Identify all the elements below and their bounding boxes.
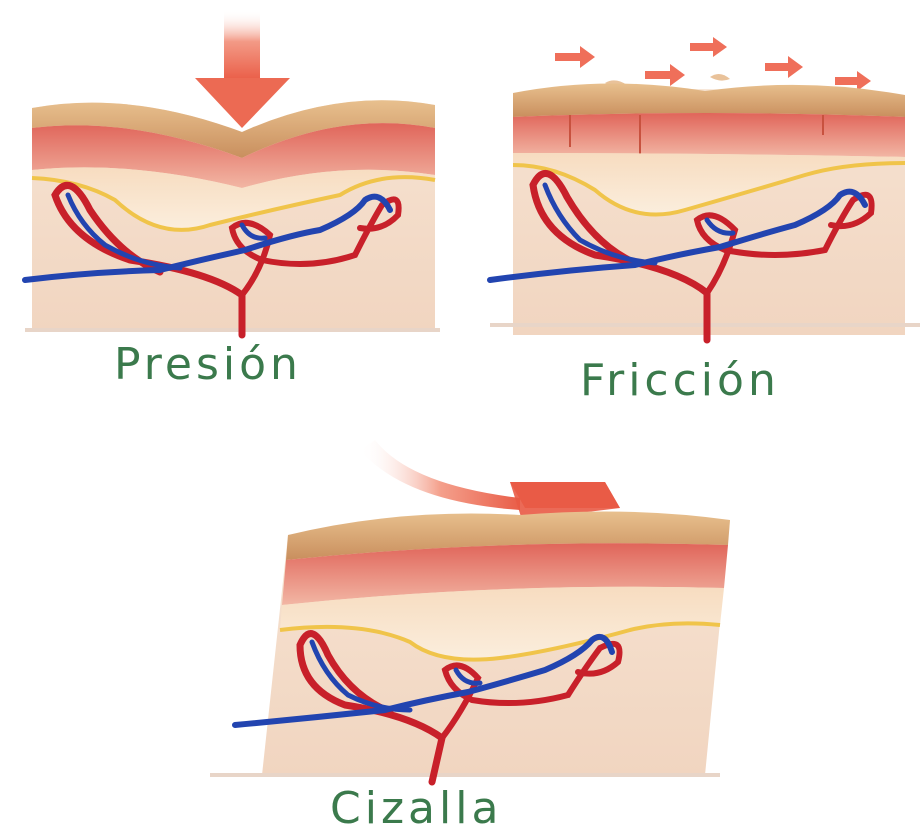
panel-friccion [485, 35, 920, 355]
caption-cizalla: Cizalla [330, 787, 502, 831]
dermis-layer [513, 113, 905, 157]
skin-block-cizalla [210, 511, 730, 775]
caption-presion: Presión [114, 343, 302, 387]
friction-arrow-icon [690, 37, 727, 57]
shear-arrow [360, 440, 620, 520]
caption-friccion: Fricción [580, 359, 780, 403]
panel-cizalla [200, 420, 740, 790]
panel-presion [10, 10, 440, 340]
epidermis-layer [513, 83, 905, 117]
pressure-arrow [195, 10, 290, 128]
friction-arrow-icon [765, 56, 803, 78]
friction-arrow-icon [555, 46, 595, 68]
friction-arrow-icon [645, 64, 685, 86]
friction-arrows [555, 37, 871, 91]
